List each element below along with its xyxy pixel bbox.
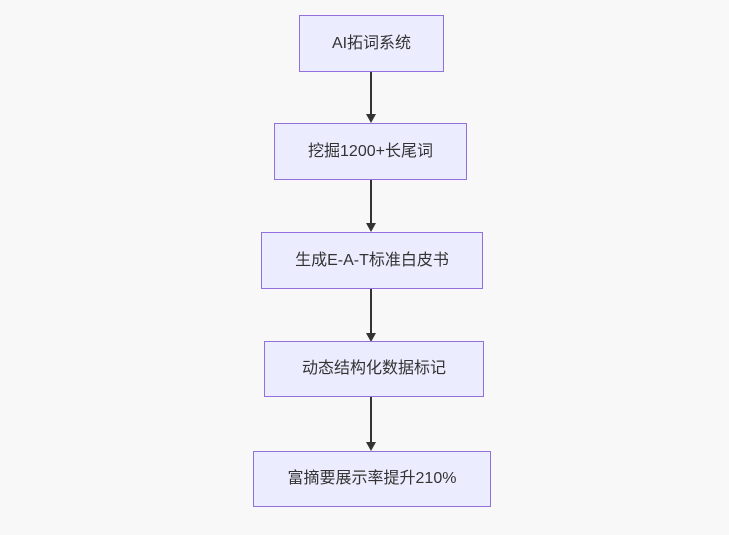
node-label: AI拓词系统 [331,34,412,52]
flowchart-node-eat-whitepaper: 生成E-A-T标准白皮书 [261,232,483,289]
node-label: 动态结构化数据标记 [301,360,446,378]
node-label: 挖掘1200+长尾词 [308,142,433,160]
flow-arrow-1 [361,72,381,123]
arrow-line [370,397,372,443]
arrowhead-down-icon [366,333,376,342]
flow-arrow-4 [361,397,381,451]
arrow-line [370,72,372,115]
arrow-line [370,289,372,334]
arrowhead-down-icon [366,223,376,232]
flowchart-node-ai-system: AI拓词系统 [299,15,444,72]
flowchart-node-longtail-words: 挖掘1200+长尾词 [274,123,467,180]
arrowhead-down-icon [366,114,376,123]
flowchart-node-structured-data: 动态结构化数据标记 [264,341,484,397]
arrow-line [370,180,372,224]
node-label: 富摘要展示率提升210% [287,470,457,488]
flow-arrow-3 [361,289,381,342]
flow-arrow-2 [361,180,381,232]
node-label: 生成E-A-T标准白皮书 [295,251,449,269]
flowchart-node-rich-snippet-result: 富摘要展示率提升210% [253,451,491,507]
arrowhead-down-icon [366,442,376,451]
